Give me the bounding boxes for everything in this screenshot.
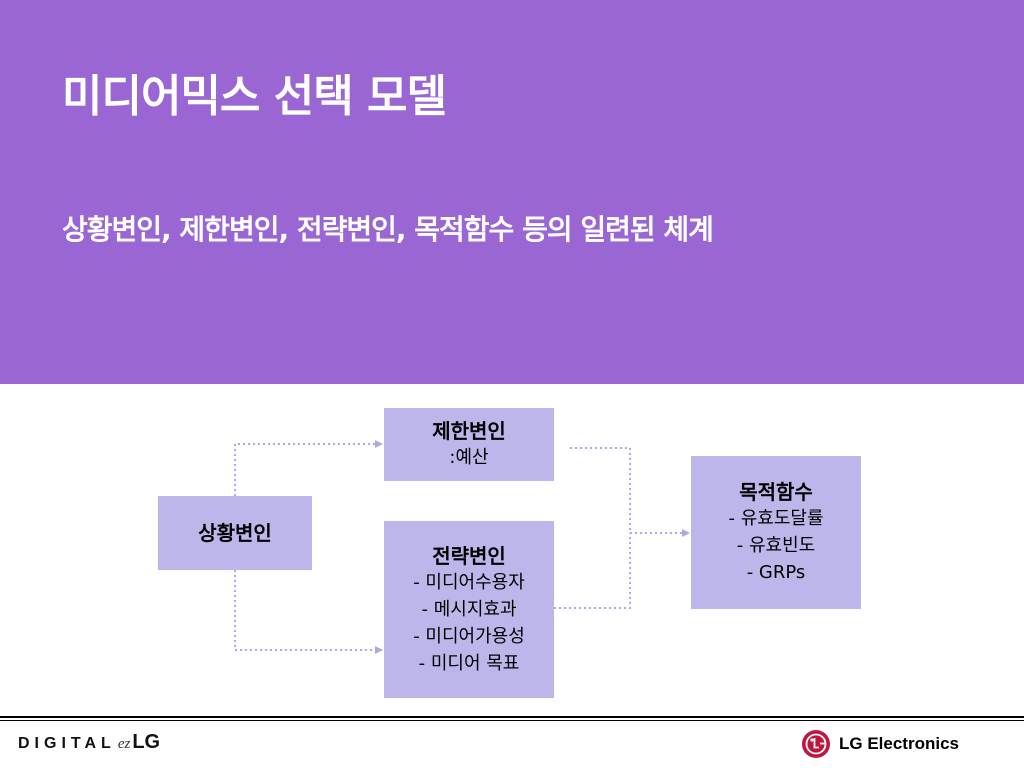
situation-variable-box: 상황변인	[158, 496, 312, 570]
constraint-variable-title: 제한변인	[432, 419, 506, 443]
strategy-item: - 미디어수용자	[413, 571, 525, 593]
strategy-item: - 미디어 목표	[418, 652, 520, 674]
lg-text: LG	[132, 731, 161, 753]
objective-function-title: 목적함수	[739, 480, 813, 504]
strategy-item: - 메시지효과	[421, 598, 517, 620]
strategy-variable-box: 전략변인 - 미디어수용자 - 메시지효과 - 미디어가용성 - 미디어 목표	[384, 521, 554, 698]
objective-function-box: 목적함수 - 유효도달률 - 유효빈도 - GRPs	[691, 456, 861, 609]
strategy-variable-title: 전략변인	[432, 543, 506, 568]
connector-constraint-to-merge	[570, 447, 631, 533]
objective-item: - 유효도달률	[728, 508, 824, 529]
connector-strategy-to-merge	[554, 533, 631, 609]
strategy-item: - 미디어가용성	[413, 625, 525, 647]
ez-text: ez	[117, 736, 131, 752]
lg-electronics-text: LG Electronics	[839, 734, 959, 753]
situation-variable-title: 상황변인	[198, 521, 272, 545]
constraint-variable-box: 제한변인 :예산	[384, 408, 554, 481]
objective-item: - GRPs	[746, 562, 806, 583]
footer-divider-thick	[0, 716, 1024, 718]
slide-subtitle: 상황변인, 제한변인, 전략변인, 목적함수 등의 일련된 체계	[62, 213, 714, 246]
connector-situation-to-constraint	[234, 440, 383, 496]
lg-electronics-brand: LG Electronics	[801, 729, 959, 759]
constraint-item: :예산	[449, 447, 489, 468]
slide-header: 미디어믹스 선택 모델 상황변인, 제한변인, 전략변인, 목적함수 등의 일련…	[0, 0, 1024, 384]
footer-divider-thin	[0, 720, 1024, 721]
slide-title: 미디어믹스 선택 모델	[62, 71, 447, 122]
objective-item: - 유효빈도	[736, 535, 816, 556]
digital-ez-lg-logo: DIGITAL ez LG	[18, 731, 160, 753]
connector-situation-to-strategy	[234, 570, 383, 654]
lg-logo-icon	[802, 730, 830, 758]
digital-text: DIGITAL	[18, 735, 116, 752]
